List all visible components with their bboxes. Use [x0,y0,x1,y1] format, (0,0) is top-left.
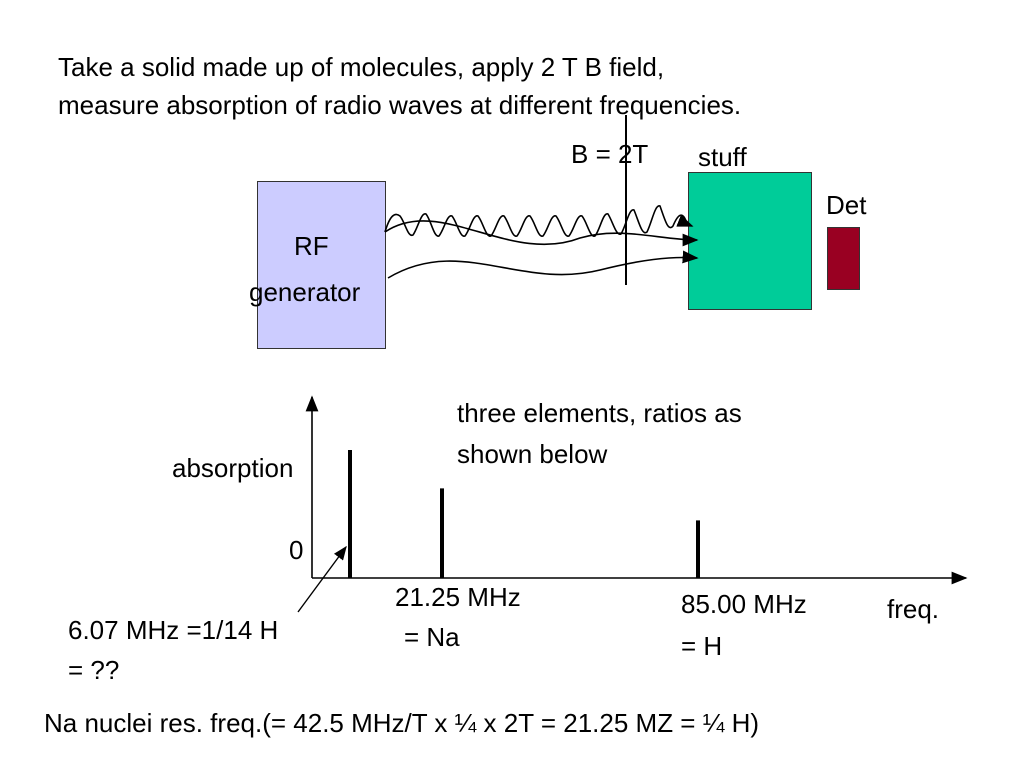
intro-line-2: measure absorption of radio waves at dif… [58,90,742,120]
spectrum-note-line-2: shown below [457,439,608,469]
detector-label: Det [826,190,867,220]
unknown-peak-pointer [297,545,347,613]
intro-line-1: Take a solid made up of molecules, apply… [58,52,665,82]
peak-label-unknown-line-2: = ?? [68,655,120,685]
rf-generator-box [257,181,386,349]
spectrum-note-line-1: three elements, ratios as [457,398,742,428]
peak-label-h-line-2: = H [681,631,723,661]
rf-generator-label-line-1: RF [294,231,329,261]
peak-label-h-line-1: 85.00 MHz [681,589,807,619]
rf-beam-upper [384,220,699,247]
sample-label: stuff [698,142,747,172]
peak-label-na-line-2: = Na [404,622,460,652]
rf-wave-signal [384,205,694,237]
x-axis-label: freq. [887,594,940,624]
peak-label-na-line-1: 21.25 MHz [395,582,521,612]
y-zero-label: 0 [289,535,304,565]
sample-box [688,172,812,310]
y-axis-label: absorption [172,453,294,483]
b-field-label: B = 2T [571,139,649,169]
peaks-group [348,450,700,578]
peak-label-unknown-line-1: 6.07 MHz =1/14 H [68,615,279,645]
footer-equation: Na nuclei res. freq.(= 42.5 MHz/T x ¼ x … [44,708,760,738]
rf-generator-label-line-2: generator [249,277,361,307]
rf-beam-lower [387,250,699,279]
detector-box [827,227,860,290]
